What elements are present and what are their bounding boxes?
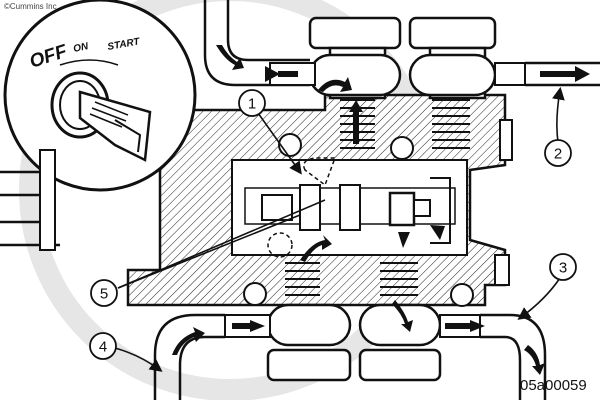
callout-5: 5	[90, 279, 118, 307]
flow-arrows	[172, 45, 590, 375]
callout-4: 4	[89, 332, 117, 360]
svg-text:4: 4	[99, 339, 107, 356]
svg-text:5: 5	[100, 286, 108, 303]
supply-tube-top	[203, 0, 310, 87]
copyright-text: ©Cummins Inc	[4, 2, 57, 11]
leader-lines	[114, 86, 565, 372]
callout-1: 1	[238, 89, 266, 117]
figure-code: 05a00059	[520, 377, 587, 394]
svg-text:1: 1	[248, 96, 256, 113]
callout-3: 3	[549, 253, 577, 281]
inlet-fitting-top	[269, 16, 600, 100]
supply-tube-bottom	[153, 313, 547, 400]
callout-2: 2	[544, 139, 572, 167]
key-switch-inset	[0, 0, 197, 251]
svg-text:2: 2	[554, 146, 562, 163]
spring-bottom	[285, 254, 418, 296]
key-on-label: ON	[72, 41, 90, 55]
solenoid-bore	[231, 133, 474, 307]
svg-text:3: 3	[559, 260, 567, 277]
